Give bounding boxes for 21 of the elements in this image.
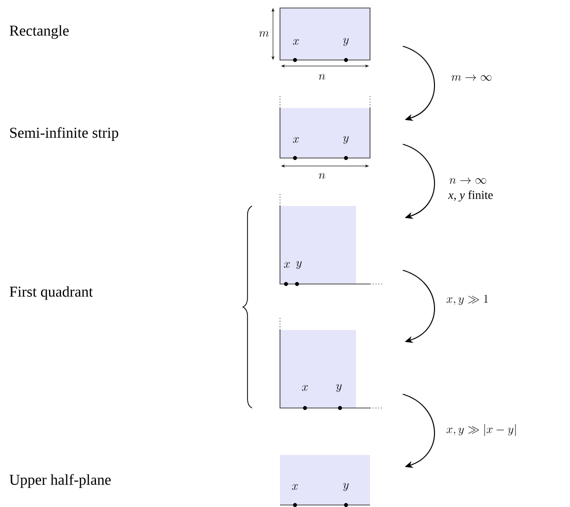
side-label: Upper half-plane [10,474,111,488]
rectangle-region: $x$ $y$ [280,8,370,62]
side-label: Rectangle [10,25,69,39]
quadrant-region: $x$ $y$ [280,318,382,410]
edge-label: $x, y \gg 1$ [446,294,488,306]
quadrant-region: $x$ $y$ [280,194,382,286]
condition-label: x, y finite [448,190,493,202]
dimension-label: $n$ [318,74,326,80]
side-label: First quadrant [10,286,93,300]
curved-arrow [402,144,435,219]
edge-label: $x, y \gg |x-y|$ [446,424,516,436]
strip-region: $x$ $y$ [280,96,370,160]
edge-label: $n \to \infty$ [450,177,486,184]
half-plane-region: $x$ $y$ [280,455,370,507]
side-label: Semi-infinite strip [10,127,118,141]
curved-arrow [402,270,435,343]
edge-label: $m \to \infty$ [452,74,492,81]
curved-arrow [402,394,435,468]
dimension-label: $n$ [318,173,326,179]
curved-arrow [402,46,435,121]
dimension-label: $m$ [259,31,269,37]
